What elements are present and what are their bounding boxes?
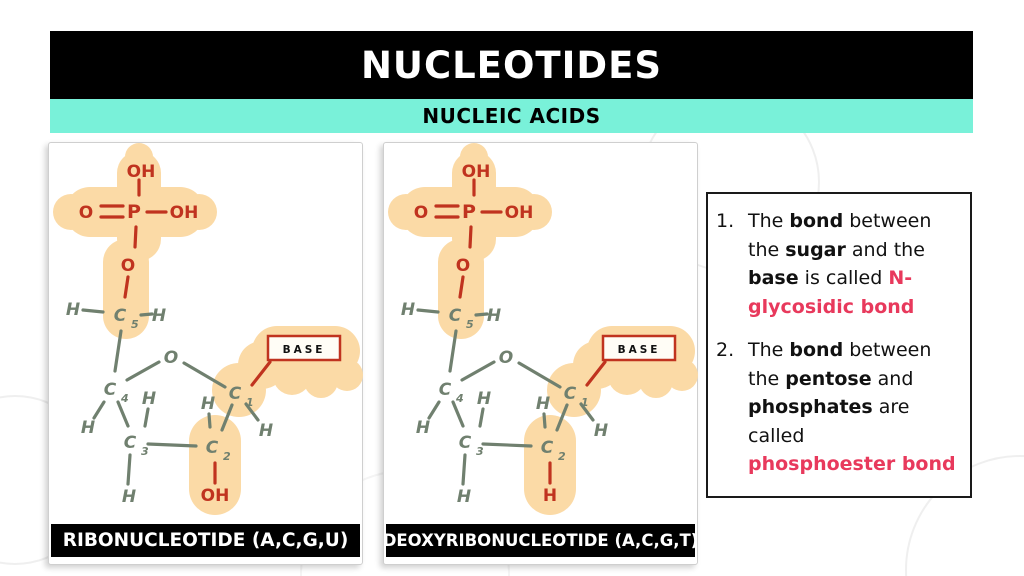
atom-c5: C (114, 306, 127, 326)
atom-c3: C (124, 433, 137, 453)
atom-h: H (122, 487, 136, 507)
n-glycosidic-bond-line (585, 360, 607, 387)
atom-c2-sub: 2 (223, 450, 231, 463)
note-text: The bond between the pentose and phospha… (748, 336, 962, 479)
page-title: NUCLEOTIDES (360, 43, 663, 87)
atom-c2-sub: 2 (558, 450, 566, 463)
atom-oh-top: OH (462, 162, 491, 182)
note-seg: and the (845, 238, 925, 261)
atom-c1: C (564, 384, 577, 404)
atom-o-double: O (79, 203, 93, 223)
note-highlight: phosphoester bond (748, 453, 956, 475)
base-label: BASE (283, 344, 326, 356)
note-seg: The (748, 339, 790, 361)
note-text: The bond between the sugar and the base … (748, 207, 962, 321)
atom-h: H (487, 306, 501, 326)
atom-c5-sub: 5 (466, 318, 474, 331)
base-label: BASE (618, 344, 661, 356)
phosphate-atoms: OH O P OH O (414, 162, 534, 276)
note-item-2: 2. The bond between the pentose and phos… (716, 336, 962, 479)
ribonucleotide-panel: BASE OH O P OH O H H C 5 O C 4 C 1 C (48, 142, 363, 565)
atom-o-double: O (414, 203, 428, 223)
highlight-blobs (53, 143, 363, 515)
atom-c5-sub: 5 (131, 318, 139, 331)
note-seg: between the (748, 339, 932, 390)
atom-c1-sub: 1 (581, 396, 589, 409)
subtitle-banner: NUCLEIC ACIDS (50, 99, 973, 133)
sugar-bonds (81, 308, 260, 486)
note-seg: phosphates (748, 396, 873, 418)
ribonucleotide-structure: BASE OH O P OH O H H C 5 O C 4 C 1 C (53, 143, 363, 515)
atom-p: P (127, 201, 141, 223)
atom-c3: C (459, 433, 472, 453)
atom-c1: C (229, 384, 242, 404)
atom-h: H (201, 394, 215, 414)
phosphate-bonds (434, 178, 503, 299)
atom-h: H (81, 418, 95, 438)
note-seg: sugar (785, 238, 846, 261)
atom-ring-o: O (499, 348, 513, 368)
base-box (601, 334, 677, 362)
atom-c4-sub: 4 (455, 392, 464, 405)
note-seg: is called (798, 267, 889, 289)
atom-c4: C (439, 380, 452, 400)
c2-substituent: H (543, 486, 557, 506)
note-number: 2. (716, 339, 735, 361)
atom-oh-right: OH (505, 203, 534, 223)
deoxyribonucleotide-label-text: DEOXYRIBONUCLEOTIDE (A,C,G,T) (382, 531, 699, 550)
sugar-atoms: H H C 5 O C 4 C 1 C 3 C 2 H H H H H (401, 300, 608, 507)
note-seg: The (748, 210, 790, 232)
atom-h: H (152, 306, 166, 326)
atom-h: H (401, 300, 415, 320)
atom-h: H (457, 487, 471, 507)
note-seg: between the (748, 210, 932, 261)
notes-box: 1. The bond between the sugar and the ba… (706, 192, 972, 498)
atom-oh-top: OH (127, 162, 156, 182)
atom-h: H (142, 389, 156, 409)
deoxyribonucleotide-label: DEOXYRIBONUCLEOTIDE (A,C,G,T) (383, 524, 698, 557)
note-seg: base (748, 267, 799, 289)
atom-c1-sub: 1 (246, 396, 254, 409)
deoxyribonucleotide-panel: BASE OH O P OH O H H C 5 O C 4 C 1 C 3 C (383, 142, 698, 565)
atom-oh-right: OH (170, 203, 199, 223)
atom-o-bridge: O (456, 256, 470, 276)
title-banner: NUCLEOTIDES (50, 31, 973, 99)
highlight-blobs (388, 143, 698, 515)
atom-h: H (536, 394, 550, 414)
note-seg: bond (789, 210, 844, 232)
sugar-bonds (416, 308, 595, 486)
n-glycosidic-bond-line (250, 360, 272, 387)
atom-o-bridge: O (121, 256, 135, 276)
ribonucleotide-label-text: RIBONUCLEOTIDE (A,C,G,U) (62, 530, 349, 551)
atom-c3-sub: 3 (141, 445, 149, 458)
deoxyribonucleotide-structure: BASE OH O P OH O H H C 5 O C 4 C 1 C 3 C (388, 143, 698, 515)
phosphate-atoms: OH O P OH O (79, 162, 199, 276)
atom-ring-o: O (164, 348, 178, 368)
sugar-atoms: H H C 5 O C 4 C 1 C 3 C 2 H H H H H (66, 300, 273, 507)
atom-h: H (416, 418, 430, 438)
c2-substituent: OH (201, 486, 230, 506)
note-seg: pentose (785, 367, 872, 390)
note-number: 1. (716, 210, 735, 232)
atom-h: H (477, 389, 491, 409)
page-subtitle: NUCLEIC ACIDS (422, 104, 601, 128)
base-box (266, 334, 342, 362)
phosphate-bonds (99, 178, 168, 299)
atom-c5: C (449, 306, 462, 326)
atom-c2: C (541, 438, 554, 458)
atom-c2: C (206, 438, 219, 458)
note-item-1: 1. The bond between the sugar and the ba… (716, 207, 962, 321)
atom-p: P (462, 201, 476, 223)
note-highlight: N-glycosidic bond (748, 267, 915, 318)
atom-c4: C (104, 380, 117, 400)
atom-h: H (594, 421, 608, 441)
note-seg: are called (748, 396, 910, 447)
atom-c4-sub: 4 (120, 392, 129, 405)
atom-c3-sub: 3 (476, 445, 484, 458)
note-seg: bond (789, 339, 844, 361)
atom-h: H (66, 300, 80, 320)
ribonucleotide-label: RIBONUCLEOTIDE (A,C,G,U) (51, 524, 360, 557)
atom-h: H (259, 421, 273, 441)
note-seg: and (871, 367, 914, 390)
